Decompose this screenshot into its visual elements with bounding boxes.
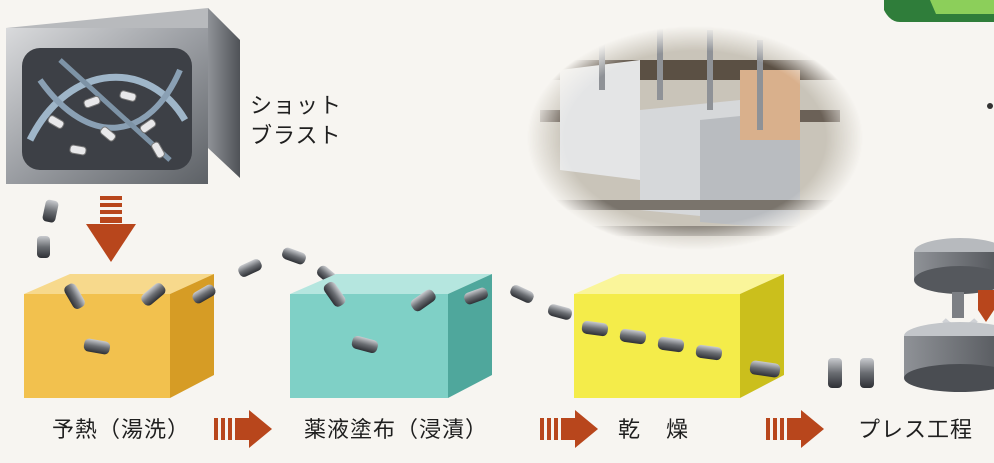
- shot-blast-label: ショット ブラスト: [250, 92, 342, 152]
- step-label-coating: 薬液塗布（浸漬）: [304, 418, 489, 443]
- part-slug-icon: [37, 199, 59, 258]
- equipment-photo: [520, 20, 870, 260]
- drying-tank: [574, 274, 784, 398]
- press-machine: [904, 238, 994, 392]
- step-label-preheat: 予熱（湯洗）: [52, 418, 191, 443]
- flow-arrow-icon: [540, 410, 598, 448]
- transfer-slugs-2: [464, 285, 573, 320]
- coating-tank: [290, 274, 492, 398]
- shot-blast-label-line2: ブラスト: [250, 124, 342, 149]
- flow-arrow-icon: [766, 410, 824, 448]
- shot-blast-machine: [6, 8, 240, 184]
- flow-arrow-icon: [214, 410, 272, 448]
- step-label-press: プレス工程: [858, 418, 974, 443]
- preheat-tank: [24, 274, 214, 398]
- step-label-drying: 乾燥: [618, 418, 715, 443]
- part-slugs-press: [828, 358, 874, 388]
- shot-blast-label-line1: ショット: [250, 94, 343, 119]
- corner-decoration: [884, 0, 994, 109]
- down-arrow-icon: [86, 196, 136, 262]
